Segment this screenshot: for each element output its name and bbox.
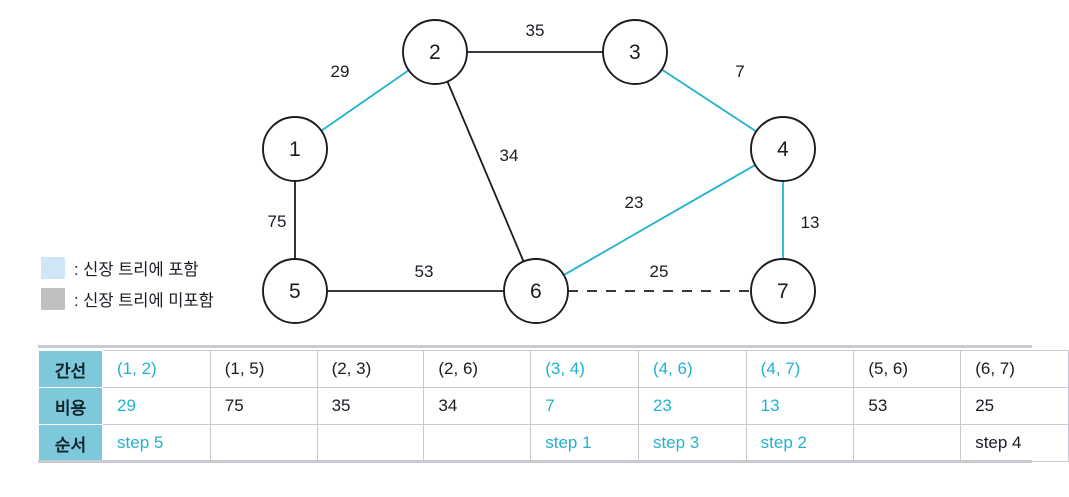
table-cell-cost-6: 13 — [745, 387, 855, 425]
edge-weight-4-6: 23 — [624, 193, 644, 212]
table-cell-cost-4: 7 — [530, 387, 639, 425]
edge-weight-2-3: 35 — [525, 21, 545, 40]
table-cell-cost-5: 23 — [637, 387, 747, 425]
table-row-edge: 간선(1, 2)(1, 5)(2, 3)(2, 6)(3, 4)(4, 6)(4… — [37, 350, 1069, 388]
legend-label-excluded: : 신장 트리에 미포함 — [74, 291, 214, 310]
legend-swatch-included — [41, 256, 65, 279]
edge-weight-6-7: 25 — [649, 262, 669, 281]
graph-node-3 — [602, 19, 668, 85]
table-cell-order-4: step 1 — [530, 424, 639, 462]
table-cell-order-7 — [853, 424, 962, 462]
legend: : 신장 트리에 포함 : 신장 트리에 미포함 — [41, 252, 256, 314]
table-cell-order-2 — [316, 424, 425, 462]
table-row-header-cost: 비용 — [37, 387, 104, 425]
edge-cost-table: 간선(1, 2)(1, 5)(2, 3)(2, 6)(3, 4)(4, 6)(4… — [37, 350, 1069, 462]
table-row-header-order: 순서 — [37, 424, 104, 462]
table-cell-edge-2: (2, 3) — [316, 350, 425, 388]
table-cell-cost-8: 25 — [960, 387, 1069, 425]
edge-weight-4-7: 13 — [800, 213, 820, 232]
table-cell-order-0: step 5 — [102, 424, 211, 462]
node-layer — [262, 19, 816, 324]
table-cell-edge-7: (5, 6) — [853, 350, 962, 388]
graph-edge-2-6 — [446, 81, 525, 262]
edge-weight-1-5: 75 — [267, 212, 287, 231]
table-cell-edge-4: (3, 4) — [530, 350, 639, 388]
table-cell-edge-1: (1, 5) — [209, 350, 318, 388]
table-cell-order-8: step 4 — [960, 424, 1069, 462]
graph-canvas — [262, 19, 816, 324]
edge-weight-1-2: 29 — [330, 62, 350, 81]
table-cell-edge-6: (4, 7) — [745, 350, 855, 388]
table-cell-cost-0: 29 — [102, 387, 211, 425]
graph-node-7 — [750, 258, 816, 324]
table-cell-edge-5: (4, 6) — [637, 350, 747, 388]
legend-item-excluded: : 신장 트리에 미포함 — [41, 283, 256, 314]
table-cell-edge-0: (1, 2) — [102, 350, 211, 388]
table-row-header-edge: 간선 — [37, 350, 104, 388]
graph-edge-1-2 — [320, 69, 410, 132]
table-bottom-rule — [38, 460, 1032, 463]
edge-weight-2-6: 34 — [499, 146, 519, 165]
graph-node-2 — [402, 19, 468, 85]
legend-label-included: : 신장 트리에 포함 — [74, 260, 199, 279]
legend-item-included: : 신장 트리에 포함 — [41, 252, 256, 283]
table-cell-cost-1: 75 — [209, 387, 318, 425]
table-cell-order-3 — [423, 424, 532, 462]
table-cell-order-5: step 3 — [637, 424, 747, 462]
table-cell-order-6: step 2 — [745, 424, 855, 462]
edge-weight-3-4: 7 — [735, 62, 745, 81]
graph-node-1 — [262, 116, 328, 182]
legend-swatch-excluded — [41, 287, 65, 310]
graph-node-5 — [262, 258, 328, 324]
table-cell-cost-2: 35 — [316, 387, 425, 425]
graph-edge-3-4 — [661, 68, 757, 133]
table-cell-edge-8: (6, 7) — [960, 350, 1069, 388]
edge-weight-5-6: 53 — [414, 262, 434, 281]
table-cell-cost-3: 34 — [423, 387, 532, 425]
edge-layer — [294, 51, 784, 292]
table-cell-cost-7: 53 — [853, 387, 962, 425]
graph-node-6 — [503, 258, 569, 324]
table-cell-edge-3: (2, 6) — [423, 350, 532, 388]
graph-node-4 — [750, 116, 816, 182]
table-cell-order-1 — [209, 424, 318, 462]
table-top-rule — [38, 345, 1032, 348]
graph-edge-4-6 — [563, 164, 756, 276]
